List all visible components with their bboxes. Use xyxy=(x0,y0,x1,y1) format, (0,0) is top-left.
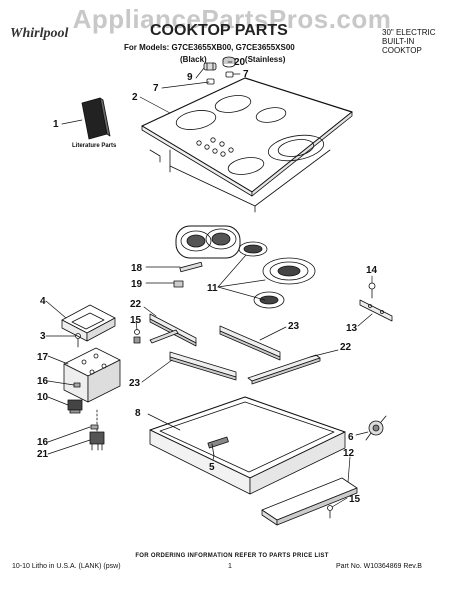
callout-6: 6 xyxy=(348,432,354,443)
callout-4: 4 xyxy=(40,296,46,307)
callout-15a: 15 xyxy=(130,315,142,326)
cooktop-frame xyxy=(149,149,331,213)
part-number: Part No. W10364869 Rev.B xyxy=(336,563,422,570)
knob-clip xyxy=(206,71,234,85)
callout-11: 11 xyxy=(207,283,218,294)
page-title: COOKTOP PARTS xyxy=(150,22,288,39)
product-line-3: COOKTOP xyxy=(382,46,422,55)
callout-9: 9 xyxy=(187,72,193,83)
watermark: AppliancePartsPros.com xyxy=(72,4,392,34)
screw xyxy=(133,329,141,344)
callout-16b: 16 xyxy=(37,437,49,448)
callout-18: 18 xyxy=(131,263,143,274)
control-knob-dots xyxy=(196,137,234,157)
terminal-block xyxy=(67,399,83,414)
callout-7b: 7 xyxy=(243,69,249,80)
callout-3: 3 xyxy=(40,331,46,342)
mounting-bracket xyxy=(359,299,393,322)
callout-21: 21 xyxy=(37,449,49,460)
product-type: 30" ELECTRIC BUILT-IN COOKTOP xyxy=(382,28,436,55)
wire-harness xyxy=(207,436,229,457)
callout-23b: 23 xyxy=(129,378,141,389)
callout-13: 13 xyxy=(346,323,358,334)
screw xyxy=(368,282,376,299)
wire-clip xyxy=(73,382,81,388)
callout-5: 5 xyxy=(209,462,215,473)
callout-14: 14 xyxy=(366,265,378,276)
callout-23a: 23 xyxy=(288,321,300,332)
callout-1: 1 xyxy=(53,119,59,130)
literature-parts-label: Literature Parts xyxy=(72,143,117,149)
literature-booklet xyxy=(81,97,111,140)
screw xyxy=(327,505,333,519)
page-number: 1 xyxy=(228,563,232,570)
litho-info: 10-10 Litho in U.S.A. (LANK) (psw) xyxy=(12,563,121,570)
control-knob xyxy=(203,62,217,71)
wire-clip xyxy=(90,424,99,430)
wire-connector xyxy=(89,409,105,451)
ordering-note: FOR ORDERING INFORMATION REFER TO PARTS … xyxy=(135,553,329,559)
screw xyxy=(75,333,81,348)
callout-12: 12 xyxy=(343,448,355,459)
junction-box-cover xyxy=(61,304,116,342)
model-numbers: For Models: G7CE3655XB00, G7CE3655XS00 xyxy=(124,43,295,52)
support-rail xyxy=(149,313,321,385)
callout-7a: 7 xyxy=(153,83,159,94)
terminal-block-box xyxy=(63,347,121,403)
brand-logo: Whirlpool xyxy=(10,26,69,41)
product-line-1: 30" ELECTRIC xyxy=(382,28,436,37)
callout-15b: 15 xyxy=(349,494,361,505)
leader-lines xyxy=(45,61,373,508)
callout-19: 19 xyxy=(131,279,143,290)
callout-22b: 22 xyxy=(340,342,352,353)
cooktop-glass xyxy=(141,77,353,197)
radiant-elements xyxy=(175,225,316,309)
thermostat xyxy=(365,415,387,441)
bottom-panel xyxy=(261,477,358,526)
limiter-switch xyxy=(173,261,203,288)
callout-22a: 22 xyxy=(130,299,142,310)
callout-10: 10 xyxy=(37,392,49,403)
callout-2: 2 xyxy=(132,92,138,103)
callout-20: 20 xyxy=(234,57,246,68)
callout-16a: 16 xyxy=(37,376,49,387)
callout-labels: 20 9 7 7 2 1 Literature Parts 18 19 11 1… xyxy=(37,57,378,505)
product-line-2: BUILT-IN xyxy=(382,37,415,46)
burner-box xyxy=(149,396,346,495)
callout-17: 17 xyxy=(37,352,49,363)
callout-8: 8 xyxy=(135,408,141,419)
